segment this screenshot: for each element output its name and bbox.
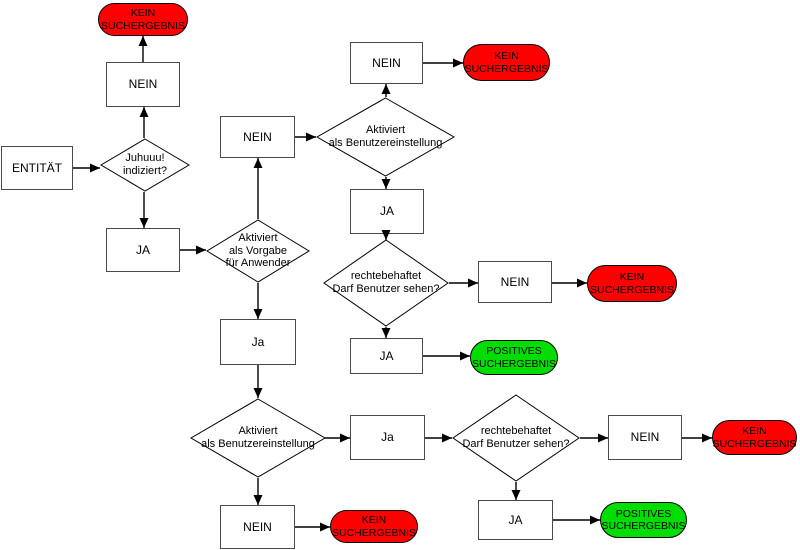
node-indexed-no-label: NEIN xyxy=(128,77,158,92)
diamond-shape xyxy=(323,239,449,327)
terminator-no-result-rights-mid: KEIN SUCHERGEBNIS xyxy=(587,265,677,302)
node-rights-mid-no: NEIN xyxy=(478,261,552,303)
node-start-label: ENTITÄT xyxy=(12,160,62,175)
diamond-shape xyxy=(452,394,580,482)
node-rights-bottom-yes: JA xyxy=(478,500,553,540)
terminator-no-result-user-bottom-label: KEIN SUCHERGEBNIS xyxy=(331,514,416,539)
terminator-no-result-rights-mid-label: KEIN SUCHERGEBNIS xyxy=(589,271,674,296)
terminator-no-result-indexed: KEIN SUCHERGEBNIS xyxy=(98,3,188,36)
terminator-no-result-user-bottom: KEIN SUCHERGEBNIS xyxy=(330,510,418,543)
terminator-positive-result-mid: POSITIVES SUCHERGEBNIS xyxy=(470,340,558,375)
diamond-shape xyxy=(190,398,326,478)
decision-user-setting-bottom: Aktiviert als Benutzereinstellung xyxy=(190,398,326,478)
decision-user-setting-top: Aktiviert als Benutzereinstellung xyxy=(316,97,455,177)
terminator-no-result-indexed-label: KEIN SUCHERGEBNIS xyxy=(100,7,185,32)
node-default-no: NEIN xyxy=(220,116,295,158)
node-rights-mid-no-label: NEIN xyxy=(500,274,530,289)
node-user-top-yes-label: JA xyxy=(379,204,394,219)
node-indexed-yes: JA xyxy=(106,228,180,272)
decision-rights-bottom-label: rechtebehaftet Darf Benutzer sehen? xyxy=(462,425,570,450)
terminator-no-result-rights-bottom-label: KEIN SUCHERGEBNIS xyxy=(712,425,797,450)
decision-rights-mid: rechtebehaftet Darf Benutzer sehen? xyxy=(323,239,449,327)
node-default-yes: Ja xyxy=(220,319,296,365)
decision-indexed-label: Juhuuu! indiziert? xyxy=(122,152,168,177)
decision-default: Aktiviert als Vorgabe für Anwender xyxy=(206,219,310,283)
diamond-shape xyxy=(316,97,455,177)
node-rights-bottom-no: NEIN xyxy=(608,415,682,460)
terminator-no-result-rights-bottom: KEIN SUCHERGEBNIS xyxy=(712,420,797,455)
terminator-positive-result-bottom: POSITIVES SUCHERGEBNIS xyxy=(600,502,687,538)
node-user-top-no: NEIN xyxy=(350,42,423,84)
terminator-positive-result-mid-label: POSITIVES SUCHERGEBNIS xyxy=(471,345,556,370)
node-rights-mid-yes: JA xyxy=(350,338,423,374)
node-user-top-yes: JA xyxy=(350,189,424,234)
node-user-bottom-yes-label: Ja xyxy=(381,430,394,445)
decision-user-setting-bottom-label: Aktiviert als Benutzereinstellung xyxy=(201,425,315,450)
decision-user-setting-top-label: Aktiviert als Benutzereinstellung xyxy=(328,124,443,149)
node-default-no-label: NEIN xyxy=(243,129,272,144)
node-indexed-yes-label: JA xyxy=(135,242,150,257)
decision-default-label: Aktiviert als Vorgabe für Anwender xyxy=(225,231,291,270)
node-user-bottom-yes: Ja xyxy=(350,415,425,460)
terminator-no-result-user-top: KEIN SUCHERGEBNIS xyxy=(463,44,550,81)
node-rights-bottom-yes-label: JA xyxy=(508,512,523,527)
node-rights-mid-yes-label: JA xyxy=(379,348,394,363)
terminator-positive-result-bottom-label: POSITIVES SUCHERGEBNIS xyxy=(601,507,686,532)
decision-indexed: Juhuuu! indiziert? xyxy=(100,138,190,192)
node-user-bottom-no-label: NEIN xyxy=(243,519,272,534)
node-start: ENTITÄT xyxy=(1,146,73,190)
node-user-top-no-label: NEIN xyxy=(372,55,401,70)
node-default-yes-label: Ja xyxy=(251,334,265,349)
decision-rights-bottom: rechtebehaftet Darf Benutzer sehen? xyxy=(452,394,580,482)
node-indexed-no: NEIN xyxy=(106,62,180,107)
decision-rights-mid-label: rechtebehaftet Darf Benutzer sehen? xyxy=(332,270,440,295)
node-user-bottom-no: NEIN xyxy=(220,505,295,549)
terminator-no-result-user-top-label: KEIN SUCHERGEBNIS xyxy=(464,50,549,75)
diamond-shape xyxy=(206,219,310,283)
diamond-shape xyxy=(100,138,190,192)
node-rights-bottom-no-label: NEIN xyxy=(630,430,660,445)
